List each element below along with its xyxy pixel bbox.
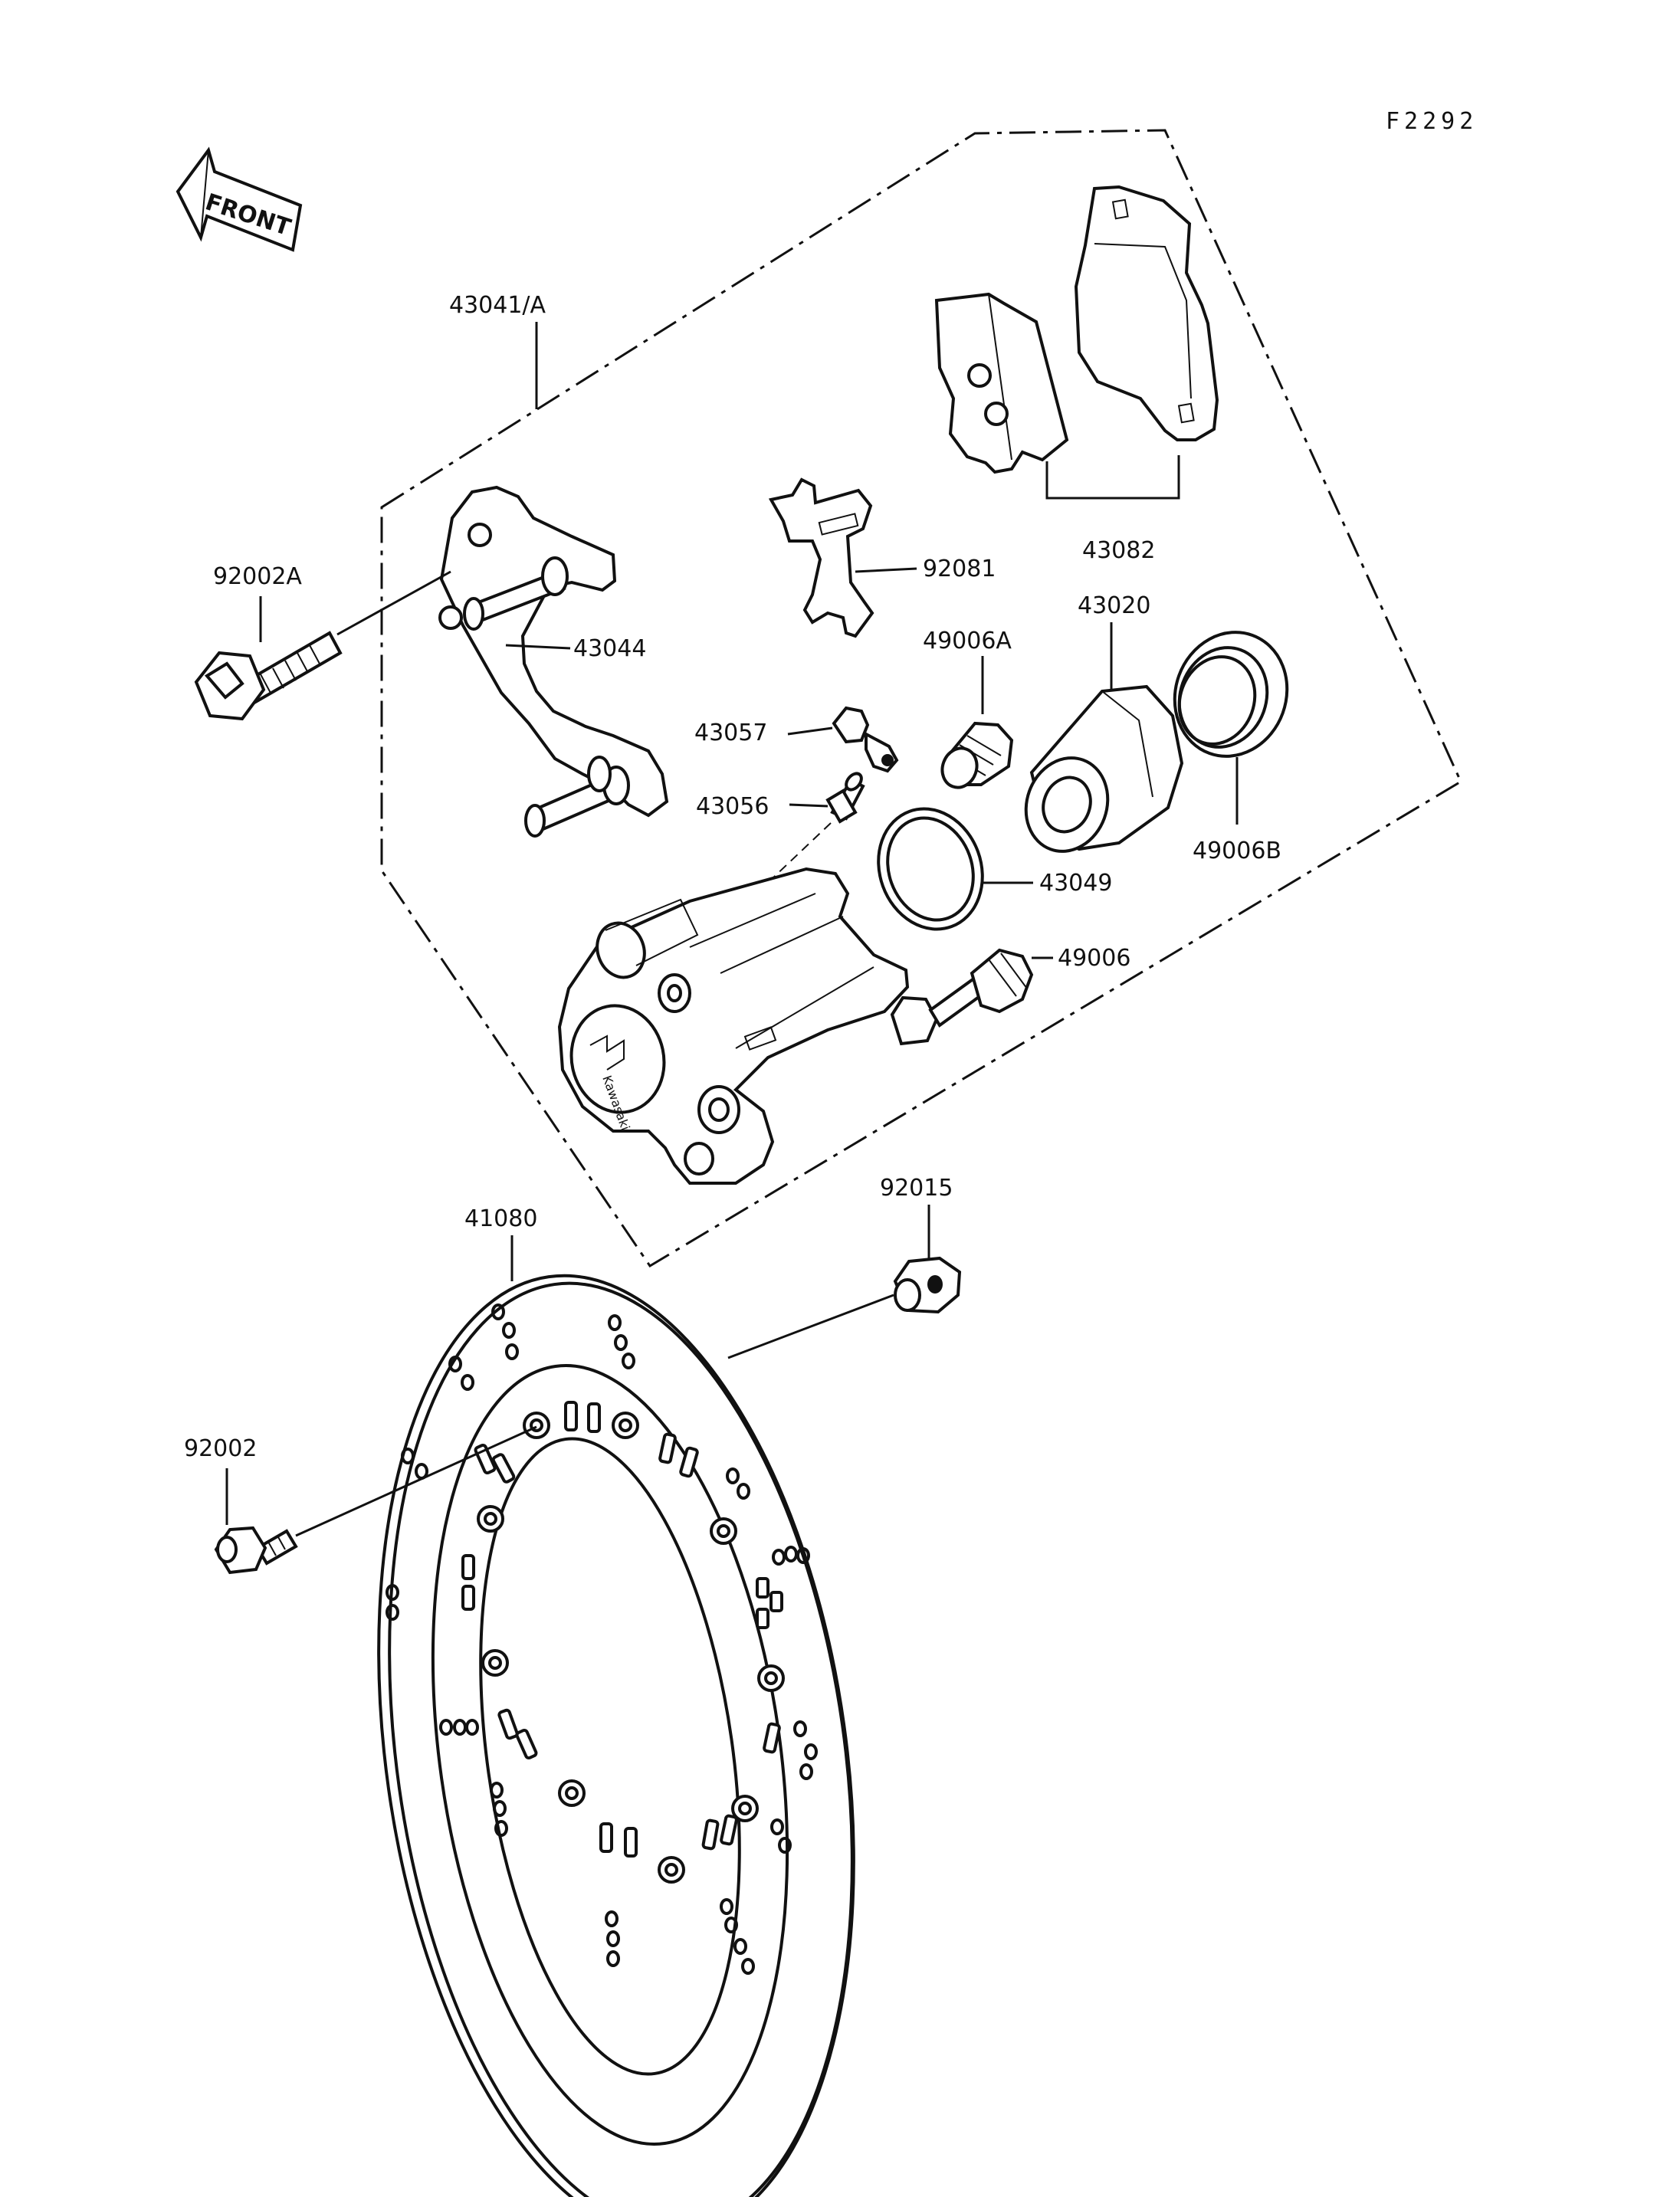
label-43057: 43057 [694,720,767,746]
caliper-body: Kawasaki [557,867,910,1185]
label-43041A: 43041/A [449,292,546,319]
label-43056: 43056 [696,793,769,820]
piston-seal-49006B [1173,631,1289,758]
leader-43056-insert [770,822,832,880]
label-43044: 43044 [573,635,646,662]
caliper-assembly-boundary [380,129,1462,1268]
label-49006: 49006 [1058,945,1130,972]
bolt-92002 [214,1526,298,1575]
leader-43044 [505,644,571,650]
leader-92002A-bolt [336,570,451,636]
bleeder-valve [825,772,865,824]
leader-43082-bracket [1045,455,1180,500]
leader-43056 [789,803,829,808]
o-ring-43049 [877,807,984,931]
leader-43057 [787,726,833,736]
disc-drill-holes [386,1303,818,1975]
brake-pad-outer [1074,185,1219,441]
brake-pad-inner [934,292,1069,474]
leader-92081 [855,567,917,573]
figure-code: F2292 [1386,108,1478,135]
label-49006A: 49006A [923,628,1012,654]
dust-boot-49006A [940,721,1014,789]
label-49006B: 49006B [1193,838,1281,864]
label-43020: 43020 [1078,592,1150,619]
brake-disc [377,1274,855,2197]
label-43082: 43082 [1082,537,1155,564]
label-41080: 41080 [464,1205,537,1232]
label-92002: 92002 [184,1435,257,1462]
disc-mount-holes [477,1412,785,1884]
label-92002A: 92002A [213,563,302,590]
nut-92015 [893,1256,962,1314]
piston [1024,684,1184,853]
caliper-bracket [438,485,669,838]
bolt-92002A [194,631,343,721]
label-92081: 92081 [923,556,996,582]
pin-bolt-49006 [890,948,1034,1046]
leader-92015-disc [727,1294,894,1359]
label-43049: 43049 [1039,870,1112,897]
bleeder-cap [832,706,899,773]
label-92015: 92015 [880,1175,953,1202]
front-arrow-icon: FRONT [176,146,303,252]
leader-92002-disc [295,1425,537,1537]
pad-spring [768,477,874,638]
